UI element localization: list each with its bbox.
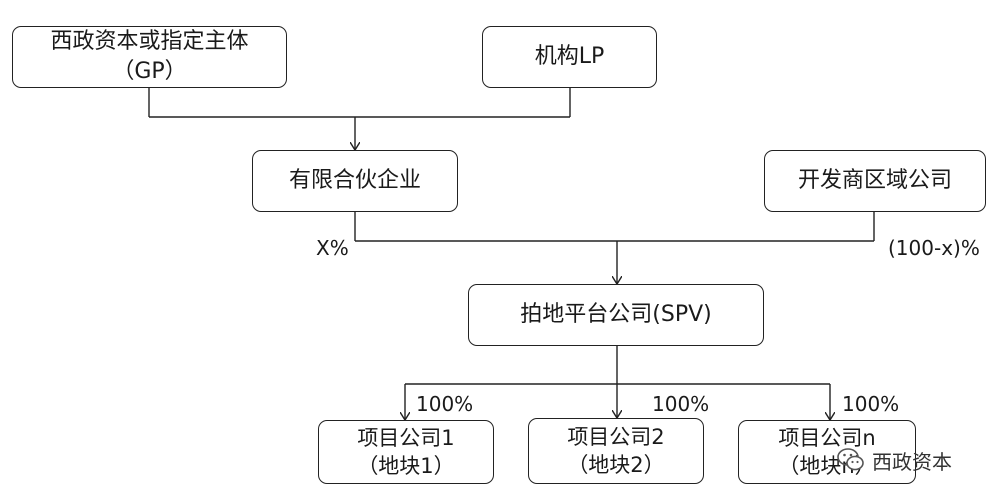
lp-node: 机构LP (482, 26, 657, 88)
project-2-node: 项目公司2 （地块2） (528, 418, 704, 484)
project-2-line2: （地块2） (567, 453, 665, 477)
watermark-text: 西政资本 (872, 449, 952, 474)
gp-node-line1: 西政资本或指定主体 (50, 29, 249, 54)
developer-node: 开发商区域公司 (764, 150, 986, 212)
gp-node-line2: （GP） (112, 59, 187, 84)
project-1-line1: 项目公司1 (357, 426, 455, 450)
project-1-node: 项目公司1 （地块1） (318, 420, 494, 484)
developer-node-label: 开发商区域公司 (797, 168, 952, 193)
spv-node: 拍地平台公司(SPV) (468, 284, 764, 346)
project-1-line2: （地块1） (357, 454, 455, 478)
watermark: 西政资本 (836, 444, 952, 476)
project-1-share-label: 100% (416, 392, 474, 416)
developer-share-label: (100-x)% (888, 236, 980, 260)
project-2-line1: 项目公司2 (567, 425, 665, 449)
spv-node-label: 拍地平台公司(SPV) (520, 302, 712, 327)
project-n-share-label: 100% (842, 392, 900, 416)
lp-node-label: 机构LP (534, 44, 605, 69)
x-share-label: X% (316, 236, 349, 260)
gp-node: 西政资本或指定主体 （GP） (12, 26, 287, 88)
partnership-node-label: 有限合伙企业 (288, 168, 421, 193)
partnership-node: 有限合伙企业 (252, 150, 458, 212)
wechat-icon (837, 448, 864, 471)
project-n-line1: 项目公司n (778, 426, 876, 450)
project-2-share-label: 100% (652, 392, 710, 416)
